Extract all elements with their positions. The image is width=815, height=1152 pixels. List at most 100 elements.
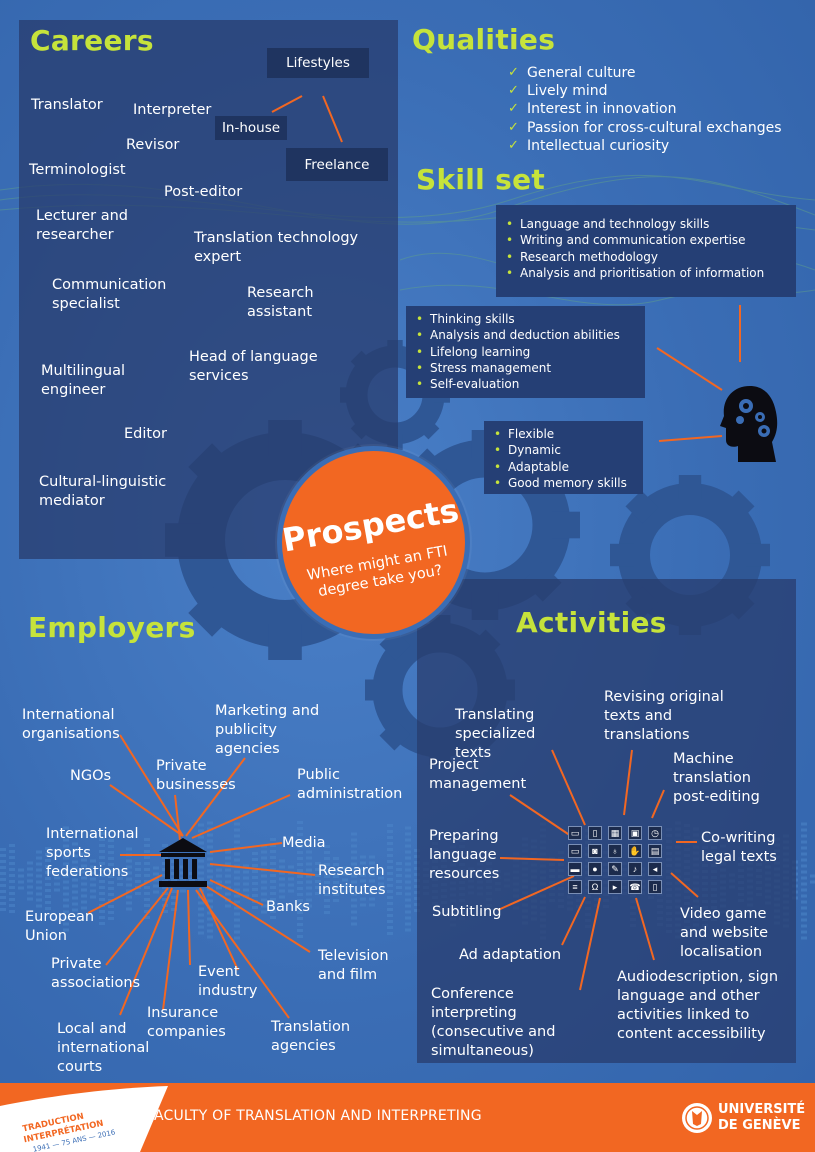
career-lecturer: Lecturer and researcher bbox=[36, 208, 129, 243]
skill-item: Thinking skills bbox=[416, 311, 637, 328]
activity-localisation: Video game and website localisation bbox=[680, 906, 769, 960]
skill-item: Flexible bbox=[494, 426, 635, 443]
faculty-name: FACULTY OF TRANSLATION AND INTERPRETING bbox=[147, 1108, 482, 1124]
employer-public-admin: Public administration bbox=[297, 767, 403, 802]
database-icon: ≡ bbox=[568, 880, 582, 894]
speaker-icon: ♪ bbox=[628, 862, 642, 876]
head-gears-icon bbox=[720, 386, 778, 462]
career-research-assistant: Research assistant bbox=[247, 285, 314, 320]
screen-icon: ▭ bbox=[568, 844, 582, 858]
anniversary-badge bbox=[0, 1086, 168, 1152]
university-name: UNIVERSITÉ DE GENÈVE bbox=[718, 1102, 805, 1134]
activity-language-resources: Preparing language resources bbox=[429, 828, 500, 882]
tag-freelance: Freelance bbox=[286, 148, 388, 181]
employers-title: Employers bbox=[28, 611, 196, 644]
play-icon: ▸ bbox=[608, 880, 622, 894]
career-interpreter: Interpreter bbox=[133, 102, 212, 118]
employer-courts: Local and international courts bbox=[57, 1021, 150, 1075]
employer-private-assoc: Private associations bbox=[51, 956, 141, 991]
skill-item: Research methodology bbox=[506, 249, 788, 266]
skill-item: Analysis and deduction abilities bbox=[416, 327, 637, 344]
mobile-icon: ▯ bbox=[648, 880, 662, 894]
tag-in-house: In-house bbox=[215, 116, 287, 140]
career-revisor: Revisor bbox=[126, 137, 180, 153]
activity-revising: Revising original texts and translations bbox=[604, 689, 724, 743]
activity-accessibility: Audiodescription, sign language and othe… bbox=[617, 969, 779, 1042]
employer-sports-federations: International sports federations bbox=[46, 826, 139, 880]
university-logo: UNIVERSITÉ DE GENÈVE bbox=[681, 1100, 806, 1140]
skill-item: Writing and communication expertise bbox=[506, 232, 788, 249]
skill-item: Stress management bbox=[416, 360, 637, 377]
activities-panel bbox=[417, 579, 796, 1063]
employer-event-industry: Event industry bbox=[198, 964, 258, 999]
careers-title: Careers bbox=[30, 24, 154, 57]
activity-ad-adaptation: Ad adaptation bbox=[459, 947, 562, 963]
activity-project-management: Project management bbox=[429, 757, 527, 792]
activities-title: Activities bbox=[516, 606, 667, 639]
back-icon: ◂ bbox=[648, 862, 662, 876]
skillset-title: Skill set bbox=[416, 163, 546, 196]
unige-seal-icon bbox=[682, 1103, 712, 1133]
skill-item: Adaptable bbox=[494, 459, 635, 476]
employer-tv-film: Television and film bbox=[318, 948, 389, 983]
skills-box-2: Thinking skills Analysis and deduction a… bbox=[406, 306, 645, 398]
employer-translation-agencies: Translation agencies bbox=[271, 1019, 351, 1054]
activity-subtitling: Subtitling bbox=[432, 904, 502, 920]
employer-media: Media bbox=[282, 835, 326, 851]
quality-item: Intellectual curiosity bbox=[508, 137, 782, 155]
career-tech-expert: Translation technology expert bbox=[194, 230, 359, 265]
tag-lifestyles: Lifestyles bbox=[267, 48, 369, 78]
microphone-icon: ♁ bbox=[608, 844, 622, 858]
career-head-language: Head of language services bbox=[189, 349, 318, 384]
employer-intl-orgs: International organisations bbox=[22, 707, 120, 742]
university-line1: UNIVERSITÉ bbox=[718, 1102, 806, 1117]
employer-ngos: NGOs bbox=[70, 768, 112, 784]
phone-icon: ▯ bbox=[588, 826, 602, 840]
skill-item: Self-evaluation bbox=[416, 376, 637, 393]
qualities-title: Qualities bbox=[412, 23, 556, 56]
tv-icon: ▬ bbox=[568, 862, 582, 876]
career-post-editor: Post-editor bbox=[164, 184, 243, 200]
quality-item: General culture bbox=[508, 64, 782, 82]
skills-box-3: Flexible Dynamic Adaptable Good memory s… bbox=[484, 421, 643, 494]
career-terminologist: Terminologist bbox=[29, 162, 126, 178]
monitor-icon: ▭ bbox=[568, 826, 582, 840]
hand-icon: ✋ bbox=[628, 844, 642, 858]
qualities-list: General culture Lively mind Interest in … bbox=[508, 64, 782, 155]
activity-mt-post-editing: Machine translation post-editing bbox=[673, 751, 760, 805]
headphones-icon: Ω bbox=[588, 880, 602, 894]
university-line2: DE GENÈVE bbox=[718, 1118, 801, 1133]
career-translator: Translator bbox=[31, 97, 103, 113]
chip-icon: ▤ bbox=[648, 844, 662, 858]
institution-icon bbox=[159, 838, 207, 887]
bulb-icon: ● bbox=[588, 862, 602, 876]
career-communication: Communication specialist bbox=[52, 277, 167, 312]
employer-eu: European Union bbox=[25, 909, 95, 944]
activity-legal-texts: Co-writing legal texts bbox=[701, 830, 777, 865]
picture-icon: ▣ bbox=[628, 826, 642, 840]
clock-icon: ◷ bbox=[648, 826, 662, 840]
career-mediator: Cultural-linguistic mediator bbox=[39, 474, 167, 509]
quality-item: Passion for cross-cultural exchanges bbox=[508, 119, 782, 137]
activity-conference-interpreting: Conference interpreting (consecutive and… bbox=[431, 986, 556, 1059]
employer-insurance: Insurance companies bbox=[147, 1005, 226, 1040]
skills-box-1: Language and technology skills Writing a… bbox=[496, 205, 796, 297]
career-multilingual-engineer: Multilingual engineer bbox=[41, 363, 125, 398]
quality-item: Interest in innovation bbox=[508, 100, 782, 118]
career-editor: Editor bbox=[124, 426, 167, 442]
camera-icon: ◙ bbox=[588, 844, 602, 858]
employer-marketing: Marketing and publicity agencies bbox=[215, 703, 320, 757]
skill-item: Analysis and prioritisation of informati… bbox=[506, 265, 788, 282]
skill-item: Language and technology skills bbox=[506, 216, 788, 233]
prospects-circle: Prospects Where might an FTI degree take… bbox=[277, 446, 470, 639]
skill-item: Dynamic bbox=[494, 442, 635, 459]
pen-icon: ✎ bbox=[608, 862, 622, 876]
telephone-icon: ☎ bbox=[628, 880, 642, 894]
employer-private-businesses: Private businesses bbox=[156, 758, 236, 793]
media-grid-icon: ▭ ▯ ▦ ▣ ◷ ▭ ◙ ♁ ✋ ▤ ▬ ● ✎ ♪ ◂ ≡ Ω ▸ ☎ ▯ bbox=[568, 826, 664, 894]
employer-research-institutes: Research institutes bbox=[318, 863, 386, 898]
quality-item: Lively mind bbox=[508, 82, 782, 100]
employer-banks: Banks bbox=[266, 899, 310, 915]
image-icon: ▦ bbox=[608, 826, 622, 840]
